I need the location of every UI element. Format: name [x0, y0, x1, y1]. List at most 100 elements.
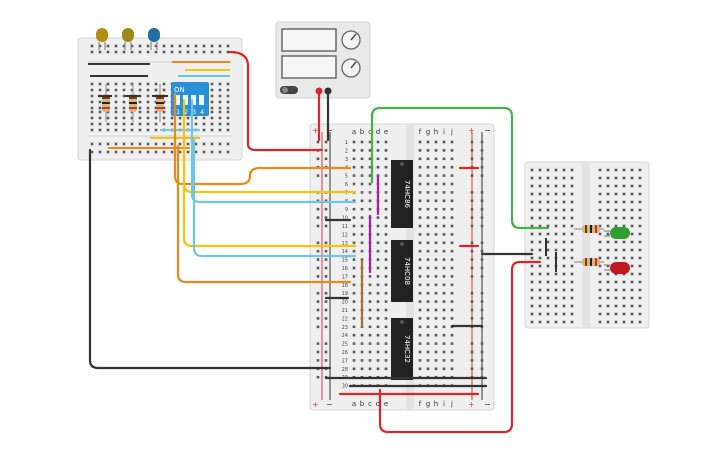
column-letter: b — [360, 128, 365, 136]
column-letter: b — [360, 400, 365, 408]
rail-minus-label: − — [326, 126, 333, 135]
dip-number-3: 3 — [192, 108, 196, 116]
column-letter: c — [368, 400, 372, 408]
wire-green — [370, 106, 550, 230]
led-yellow-1[interactable] — [96, 28, 108, 50]
column-letter: i — [443, 400, 445, 408]
wire-yellow-2 — [182, 138, 357, 248]
row-number: 15 — [342, 258, 348, 264]
column-letter: h — [434, 128, 438, 136]
column-letter: j — [450, 400, 453, 408]
wires[interactable] — [88, 50, 550, 434]
rail-plus-label: + — [468, 126, 475, 135]
dip-number-2: 2 — [184, 108, 188, 116]
dip-on-label: ON — [174, 86, 185, 94]
row-number: 22 — [342, 316, 348, 322]
row-number: 23 — [342, 325, 348, 331]
column-letter: h — [434, 400, 438, 408]
row-number: 5 — [345, 174, 348, 180]
row-number: 1 — [345, 140, 348, 146]
row-number: 28 — [342, 367, 348, 373]
row-number: 9 — [345, 207, 348, 213]
dip-switch-3[interactable] — [191, 95, 196, 105]
row-number: 30 — [342, 384, 348, 390]
small-breadboard-right[interactable] — [524, 161, 650, 329]
row-number: 27 — [342, 358, 348, 364]
wire-black-long — [88, 148, 332, 370]
led-blue[interactable] — [148, 28, 160, 50]
dip-switch-2[interactable] — [183, 95, 188, 105]
small-board-wires — [88, 61, 230, 149]
dip-switch[interactable]: ON 1 2 3 4 — [171, 82, 209, 116]
dip-number-4: 4 — [200, 108, 204, 116]
led-green[interactable] — [604, 227, 630, 239]
dip-number-1: 1 — [176, 108, 180, 116]
dip-switch-1[interactable] — [175, 95, 180, 105]
resistor-right-2[interactable] — [574, 258, 604, 266]
column-letter: g — [426, 128, 430, 136]
chip-label: 74HC86 — [403, 180, 411, 209]
row-number: 25 — [342, 342, 348, 348]
row-number: 13 — [342, 241, 348, 247]
row-number: 11 — [342, 224, 348, 230]
column-letter: i — [443, 128, 445, 136]
psu-display-top — [281, 28, 337, 52]
right-board-wires — [545, 238, 557, 272]
row-number: 6 — [345, 182, 348, 188]
row-number: 24 — [342, 333, 348, 339]
row-number: 12 — [342, 232, 348, 238]
rail-minus-label: − — [484, 400, 491, 409]
wire-orange-2 — [176, 144, 352, 284]
wire-red-top-left — [228, 50, 324, 152]
rail-minus-label: − — [326, 400, 333, 409]
wire-orange-1 — [173, 92, 352, 186]
resistor-2[interactable] — [129, 84, 137, 122]
led-yellow-2[interactable] — [122, 28, 134, 50]
chip-74hc32[interactable]: 74HC32 — [391, 318, 413, 380]
row-number: 2 — [345, 148, 348, 154]
chip-label: 74HC32 — [403, 335, 411, 363]
resistor-1[interactable] — [102, 84, 110, 122]
led-red[interactable] — [604, 262, 630, 274]
column-letter: f — [419, 400, 422, 408]
row-number: 26 — [342, 350, 348, 356]
column-letter: d — [376, 400, 380, 408]
breadboard-holes — [316, 140, 484, 387]
breadboard-holes — [530, 168, 642, 324]
column-letter: e — [384, 128, 388, 136]
row-number: 7 — [345, 190, 348, 196]
row-number: 17 — [342, 274, 348, 280]
rail-minus-label: − — [484, 126, 491, 135]
wire-cyan-2 — [192, 138, 357, 258]
dip-switch-4[interactable] — [199, 95, 204, 105]
column-letter: e — [384, 400, 388, 408]
chip-74hc86[interactable]: 74HC86 — [391, 160, 413, 228]
row-number: 3 — [345, 157, 348, 163]
column-letter: a — [352, 400, 356, 408]
chip-74hc08[interactable]: 74HC08 — [391, 240, 413, 302]
rail-plus-label: + — [468, 400, 475, 409]
row-number: 16 — [342, 266, 348, 272]
chip-label: 74HC08 — [403, 257, 411, 285]
column-letter: j — [450, 128, 453, 136]
row-number: 10 — [342, 216, 348, 222]
column-letter: f — [419, 128, 422, 136]
column-letter: c — [368, 128, 372, 136]
resistor-3[interactable] — [156, 84, 164, 122]
row-number: 14 — [342, 249, 348, 255]
row-number: 21 — [342, 308, 348, 314]
resistor-right-1[interactable] — [574, 225, 604, 233]
rail-plus-label: + — [312, 126, 319, 135]
rail-plus-label: + — [312, 400, 319, 409]
row-number: 20 — [342, 300, 348, 306]
column-letter: g — [426, 400, 430, 408]
row-number: 18 — [342, 283, 348, 289]
column-letter: d — [376, 128, 380, 136]
psu-display-bottom — [281, 55, 337, 79]
power-supply[interactable] — [275, 21, 371, 99]
column-letter: a — [352, 128, 356, 136]
row-number: 19 — [342, 291, 348, 297]
wire-red-bottom — [378, 260, 542, 434]
